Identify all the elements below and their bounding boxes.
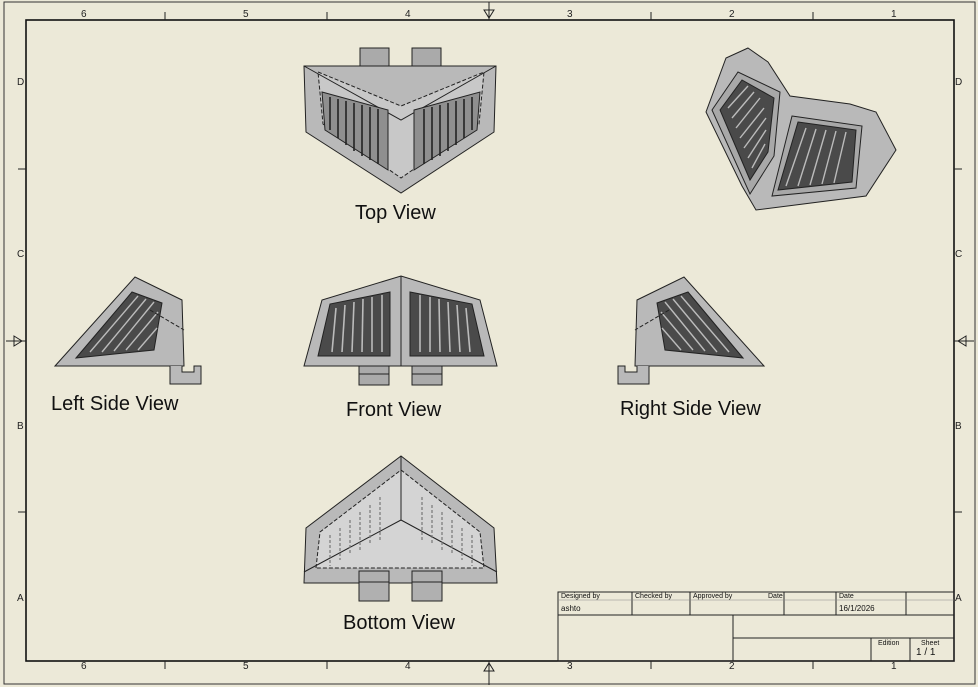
zone-col-1-bottom: 1 [891, 661, 897, 672]
zone-col-6-top: 6 [81, 9, 87, 20]
title-block-lines [557, 591, 955, 662]
sheet-label: Sheet [921, 640, 940, 647]
sheet-value: 1 / 1 [916, 647, 936, 658]
isometric-view [705, 47, 897, 211]
bottom-view [303, 455, 498, 602]
zone-col-2-top: 2 [729, 9, 735, 20]
bottom-view-label: Bottom View [343, 612, 455, 634]
zone-col-4-bottom: 4 [405, 661, 411, 672]
right-side-view-label: Right Side View [620, 398, 761, 420]
top-view-label: Top View [355, 202, 436, 224]
front-view-label: Front View [346, 399, 442, 421]
approval-date-label: Date [768, 593, 783, 600]
left-side-view [53, 276, 202, 385]
zone-row-a-right: A [955, 593, 962, 604]
zone-row-a-left: A [17, 593, 24, 604]
date-value: 16/1/2026 [839, 604, 875, 613]
checked-by-label: Checked by [635, 593, 672, 600]
designed-by-label: Designed by [561, 593, 600, 600]
zone-col-1-top: 1 [891, 9, 897, 20]
zone-row-b-left: B [17, 421, 24, 432]
zone-col-2-bottom: 2 [729, 661, 735, 672]
designed-by-value: ashto [561, 604, 581, 613]
front-view [303, 275, 498, 386]
zone-row-d-right: D [955, 77, 963, 88]
top-view [303, 47, 497, 194]
zone-row-b-right: B [955, 421, 962, 432]
right-side-view [617, 276, 766, 385]
zone-row-c-left: C [17, 249, 25, 260]
edition-label: Edition [878, 640, 900, 647]
zone-col-5-bottom: 5 [243, 661, 249, 672]
centering-marks [6, 2, 974, 685]
date-label: Date [839, 593, 854, 600]
zone-col-6-bottom: 6 [81, 661, 87, 672]
zone-col-3-top: 3 [567, 9, 573, 20]
zone-col-4-top: 4 [405, 9, 411, 20]
zone-col-5-top: 5 [243, 9, 249, 20]
zone-row-c-right: C [955, 249, 963, 260]
zone-col-3-bottom: 3 [567, 661, 573, 672]
column-ticks [18, 12, 962, 669]
zone-row-d-left: D [17, 77, 25, 88]
approved-by-label: Approved by [693, 593, 733, 600]
left-side-view-label: Left Side View [51, 393, 179, 415]
